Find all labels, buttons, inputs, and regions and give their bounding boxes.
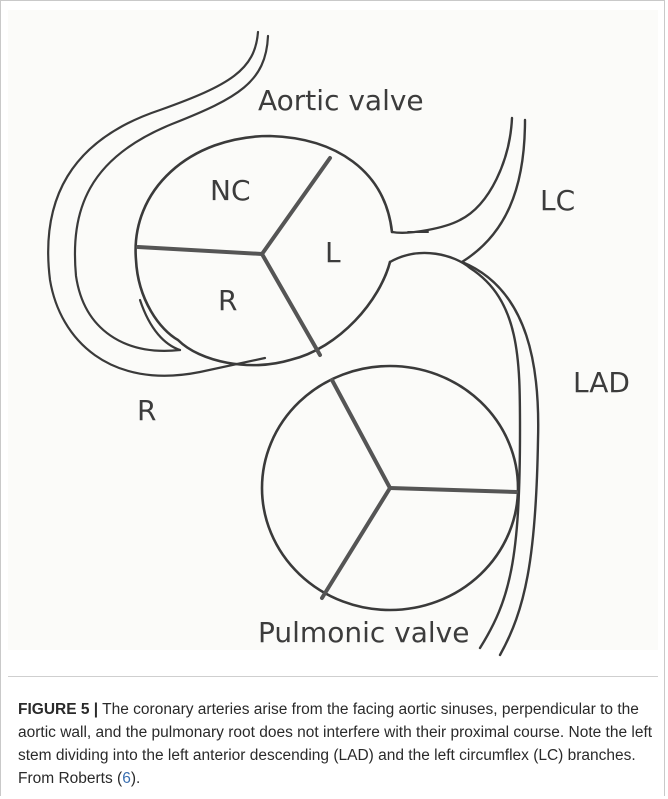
caption-text: The coronary arteries arise from the fac… <box>18 701 652 787</box>
nc-cusp-label: NC <box>210 174 251 207</box>
lc-label: LC <box>540 184 575 217</box>
pulmonic-valve-label: Pulmonic valve <box>258 616 469 649</box>
aortic-commissure-nc-r <box>138 247 262 254</box>
left-main-stem-lower <box>390 253 520 648</box>
caption-divider <box>8 676 658 677</box>
r-cusp-label: R <box>218 284 237 317</box>
r-artery-label: R <box>137 394 156 427</box>
reference-link[interactable]: 6 <box>122 770 131 787</box>
left-circumflex-outer <box>462 120 525 262</box>
aortic-commissure-l-r <box>262 254 320 355</box>
left-main-stem-upper <box>392 118 512 233</box>
pulmonic-commissure-lower <box>322 488 390 598</box>
aortic-valve-label: Aortic valve <box>258 84 424 117</box>
aortic-commissure-nc-l <box>262 158 330 254</box>
coronary-diagram: Aortic valve NC L R LC LAD R Pulmonic va… <box>0 0 668 660</box>
lad-label: LAD <box>573 366 630 399</box>
pulmonic-commissure-upper <box>332 380 390 488</box>
figure-caption: FIGURE 5 | The coronary arteries arise f… <box>18 698 654 790</box>
lad-outer-wall <box>462 262 538 655</box>
caption-end: ). <box>131 770 140 787</box>
figure-number: FIGURE 5 | <box>18 701 98 718</box>
l-cusp-label: L <box>325 236 341 269</box>
pulmonic-commissure-right <box>390 488 516 492</box>
